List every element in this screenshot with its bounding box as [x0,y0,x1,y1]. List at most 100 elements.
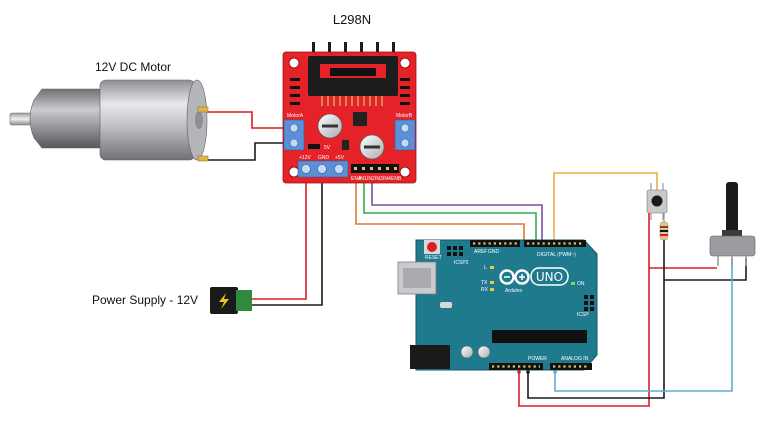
power-jack-pcb [236,290,252,311]
pin-label: ENA [351,176,362,182]
power-label: POWER [528,356,547,362]
pin-label: IN3 [375,176,383,182]
arduino-uno: RESET ICSP2 DIGITAL (PWM~) AREF GND L TX… [397,239,598,374]
screw [317,164,327,174]
button-legs [650,183,664,220]
pot-knob[interactable] [726,182,738,234]
control-header[interactable] [351,164,399,173]
pin-label: IN4 [383,176,391,182]
dc-jack[interactable] [410,345,450,369]
crystal [440,302,452,308]
wire-signal-purple [371,178,543,240]
reset-button[interactable] [427,242,437,252]
wire-button-red [518,213,650,407]
power-header[interactable] [489,363,543,370]
led-rx [490,288,494,291]
mount-hole [399,57,411,69]
mount-hole [288,166,300,178]
jumper-5v[interactable] [308,144,320,149]
control-header-pins [354,167,397,170]
aref-label: AREF [474,249,487,255]
small-component [342,140,349,150]
icsp-label: ICSP [577,312,589,318]
v5-label: +5V [335,155,345,161]
led-rx-label: RX [481,287,489,293]
mount-hole [288,57,300,69]
wire-motor-black [206,142,283,161]
arduino-logo-icon [499,269,530,285]
chip-pins [321,96,383,106]
pin-label: IN2 [367,176,375,182]
potentiometer[interactable] [709,182,756,266]
wire-signal-green [363,178,537,240]
motor-terminal-bottom [197,155,209,162]
diodes [290,78,410,105]
motor-b-terminal[interactable] [394,119,416,151]
icsp2-header [447,246,463,256]
motor-shaft [9,112,33,126]
analog-header[interactable] [550,363,592,370]
led-tx [490,281,494,284]
motor-end-boss [195,111,203,129]
wire-pot-blue [554,258,733,392]
screw [400,123,410,133]
pin-label: ENB [391,176,402,182]
screw [289,138,299,148]
regulator [353,112,367,126]
power-supply-label: Power Supply - 12V [92,293,198,307]
board-capacitor [477,345,491,359]
atmega-chip [492,330,587,343]
v12-label: +12V [299,155,311,161]
analog-label: ANALOG IN [561,356,589,362]
motor-terminal-top [197,106,209,113]
led-tx-label: TX [481,280,488,286]
screw [289,123,299,133]
pot-collar [722,230,742,238]
resistor-band [660,234,668,236]
motor-a-label: MotorA [287,113,304,119]
driver-label: L298N [333,12,371,27]
gnd-digital-label: GND [488,249,500,255]
wire-pot-black [664,258,747,281]
wire-power-red [250,175,307,300]
led-on [571,282,575,285]
mount-hole [399,166,411,178]
power-jack [210,287,252,314]
l298n-chip [330,68,376,76]
motor-label: 12V DC Motor [95,60,171,74]
motor-body [99,79,196,161]
pot-body [709,235,756,257]
arduino-logo-symbols [504,274,525,280]
dc-motor [9,79,209,162]
wire-motor-red [206,111,283,129]
button-cap [651,195,663,207]
wire-signal-yellow [553,172,658,240]
wire-resistor-black [527,238,665,399]
arduino-brand: Arduino [505,288,522,294]
lightning-icon [219,293,229,309]
reset-label: RESET [425,255,442,261]
pin-label: IN1 [359,176,367,182]
led-l [490,266,494,269]
pin-gnd [526,370,530,374]
motor-a-terminal[interactable] [283,119,305,151]
wire-power-black [250,175,323,306]
digital-label: DIGITAL (PWM~) [537,252,576,258]
push-button[interactable] [646,183,668,220]
motor-gearbox [29,88,105,149]
pot-pins [717,256,747,266]
usb-port-inner [403,268,431,288]
resistor-band [660,226,668,228]
resistor-band [660,230,668,232]
icsp-header [584,295,594,311]
motor-b-label: MotorB [396,113,413,119]
jumper-label: 5V [324,145,331,151]
led-on-label: ON [577,281,585,287]
board-capacitor [460,345,474,359]
uno-logo-text: UNO [536,270,563,284]
control-pin-labels: ENA IN1 IN2 IN3 IN4 ENB [351,176,402,182]
uno-badge [530,267,569,286]
pin-5v [517,370,521,374]
icsp2-label: ICSP2 [454,260,469,266]
